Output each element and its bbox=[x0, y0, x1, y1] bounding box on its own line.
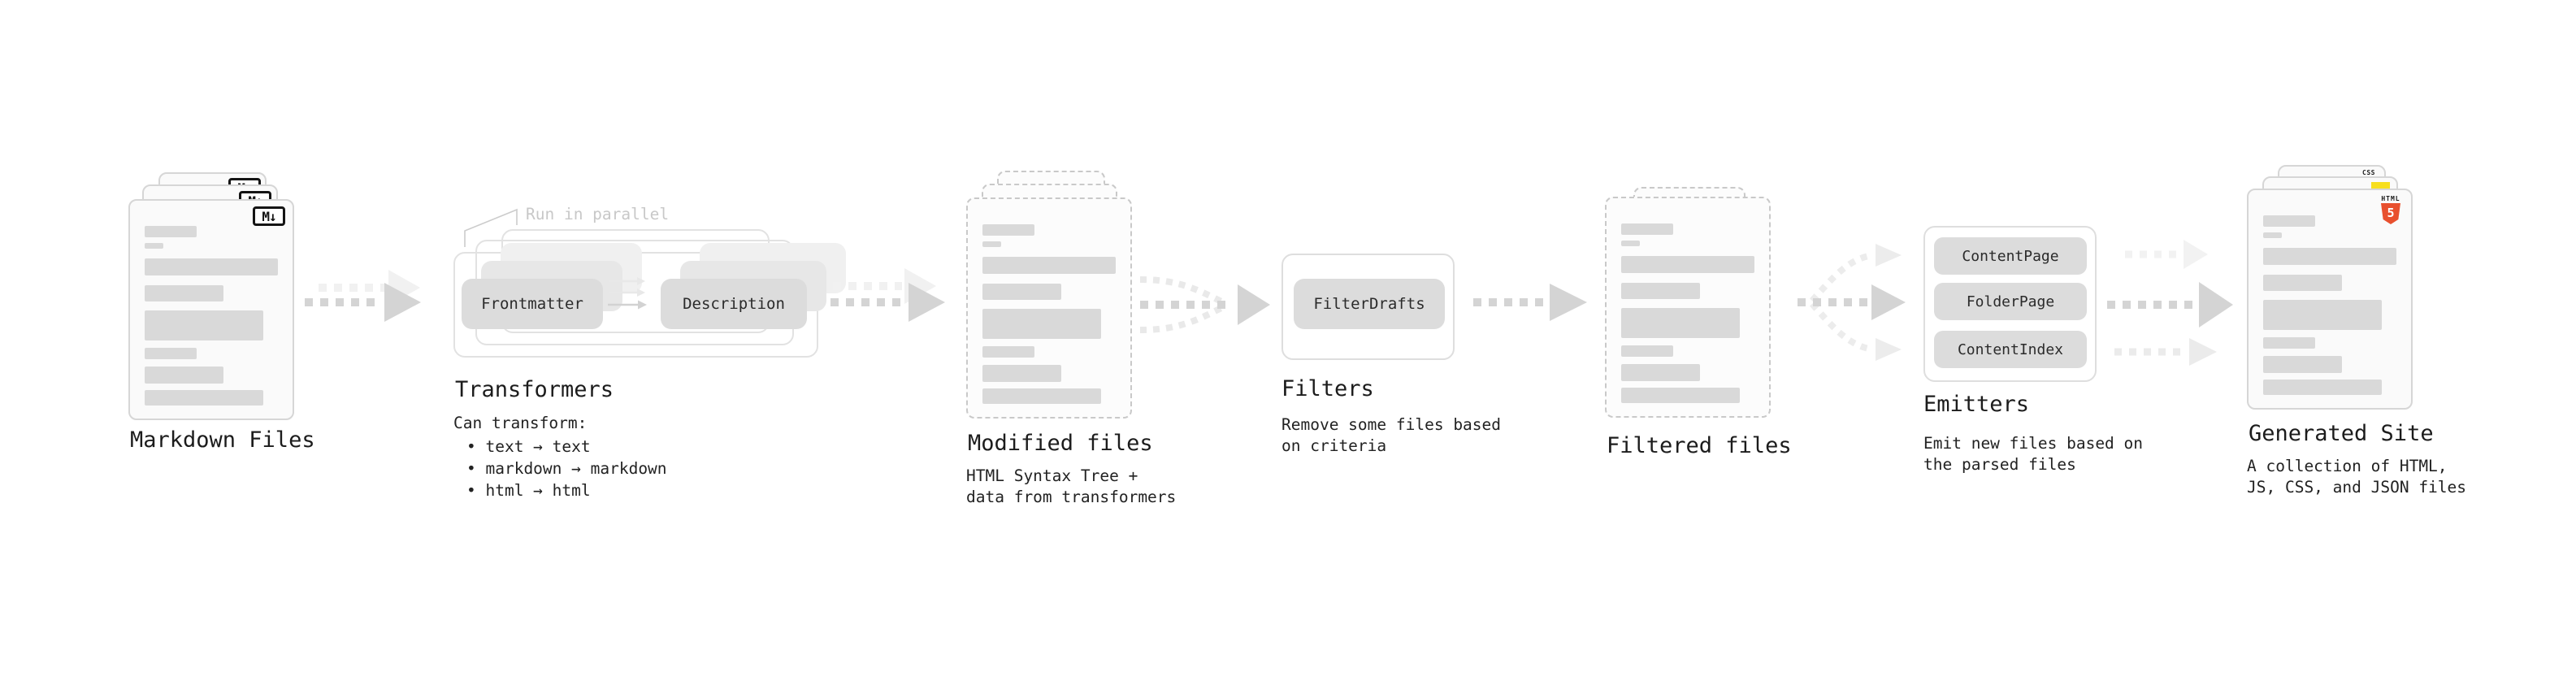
stage-modified-files: Modified files HTML Syntax Tree + data f… bbox=[966, 169, 1202, 510]
text-line-placeholder bbox=[1621, 241, 1640, 246]
text-line-placeholder bbox=[145, 390, 263, 406]
stage-title: Filters bbox=[1281, 376, 1374, 401]
frontmatter-button: Frontmatter bbox=[462, 279, 603, 329]
bullet-item: • markdown → markdown bbox=[466, 459, 667, 478]
text-line-placeholder bbox=[145, 367, 223, 384]
text-line-placeholder bbox=[2263, 356, 2342, 373]
text-line-placeholder bbox=[982, 257, 1116, 274]
filters-box bbox=[1281, 254, 1455, 360]
text-line-placeholder bbox=[2263, 232, 2282, 238]
stage-description: Remove some files based on criteria bbox=[1281, 414, 1501, 457]
description-line: JS, CSS, and JSON files bbox=[2247, 478, 2467, 497]
stage-title: Markdown Files bbox=[130, 427, 315, 453]
text-line-placeholder bbox=[1621, 345, 1673, 357]
text-line-placeholder bbox=[1621, 308, 1740, 338]
emitters-box bbox=[1923, 226, 2097, 382]
arrow-markdown-to-transformers bbox=[305, 270, 421, 322]
text-line-placeholder bbox=[145, 226, 197, 237]
text-line-placeholder bbox=[2263, 300, 2382, 330]
parallel-flow-arrows bbox=[608, 277, 647, 310]
description-line: the parsed files bbox=[1923, 455, 2076, 474]
stage-markdown-files: M↓ M↓ M↓ Markdown Files bbox=[126, 171, 362, 496]
text-line-placeholder bbox=[982, 241, 1001, 247]
description-line: A collection of HTML, bbox=[2247, 457, 2448, 475]
html5-icon-label: HTML bbox=[2381, 195, 2400, 202]
text-line-placeholder bbox=[982, 346, 1034, 358]
stage-generated-site: CSS HTML 5 Generated Site A collection o… bbox=[2247, 163, 2491, 504]
description-line: HTML Syntax Tree + bbox=[966, 466, 1138, 485]
run-in-parallel-label: Run in parallel bbox=[526, 205, 670, 223]
text-line-placeholder bbox=[982, 284, 1061, 300]
stage-filtered-files: Filtered files bbox=[1605, 182, 1841, 507]
stage-description: HTML Syntax Tree + data from transformer… bbox=[966, 466, 1176, 508]
stage-description: A collection of HTML, JS, CSS, and JSON … bbox=[2247, 456, 2466, 498]
document-filtered bbox=[1605, 197, 1771, 418]
stage-title: Emitters bbox=[1923, 392, 2030, 417]
css-icon-label: CSS bbox=[2362, 169, 2375, 176]
description-line: data from transformers bbox=[966, 488, 1177, 506]
arrow-transformers-to-modified bbox=[830, 268, 945, 322]
text-line-placeholder bbox=[982, 309, 1101, 339]
description-line: on criteria bbox=[1281, 436, 1387, 455]
text-line-placeholder bbox=[145, 285, 223, 301]
text-line-placeholder bbox=[2263, 215, 2315, 227]
html5-icon-shield: 5 bbox=[2381, 203, 2400, 224]
document-markdown: M↓ bbox=[128, 199, 294, 420]
text-line-placeholder bbox=[145, 310, 263, 340]
bullet-item: • text → text bbox=[466, 437, 591, 456]
stage-emitters: ContentPage FolderPage ContentIndex Emit… bbox=[1923, 226, 2159, 494]
text-line-placeholder bbox=[1621, 283, 1700, 299]
arrow-filters-to-filtered bbox=[1473, 284, 1587, 321]
text-line-placeholder bbox=[145, 258, 278, 275]
stage-title: Filtered files bbox=[1607, 433, 1792, 458]
description-line: Emit new files based on bbox=[1923, 434, 2144, 453]
stage-transformers: Run in parallel Frontmatter Description … bbox=[453, 203, 846, 528]
stage-title: Transformers bbox=[455, 377, 614, 402]
stage-description: Can transform: bbox=[453, 414, 588, 432]
filterdrafts-button: FilterDrafts bbox=[1294, 279, 1445, 329]
stage-description: Emit new files based on the parsed files bbox=[1923, 433, 2143, 475]
text-line-placeholder bbox=[2263, 275, 2342, 291]
text-line-placeholder bbox=[982, 224, 1034, 236]
transform-bullet-list: • text → text • markdown → markdown • ht… bbox=[453, 436, 667, 501]
text-line-placeholder bbox=[982, 365, 1061, 382]
text-line-placeholder bbox=[2263, 248, 2396, 265]
description-line: Remove some files based bbox=[1281, 415, 1502, 434]
text-line-placeholder bbox=[1621, 364, 1700, 381]
arrow-emitters-to-generated bbox=[2107, 240, 2233, 366]
text-line-placeholder bbox=[145, 348, 197, 359]
text-line-placeholder bbox=[145, 243, 163, 249]
text-line-placeholder bbox=[2263, 337, 2315, 349]
text-line-placeholder bbox=[1621, 223, 1673, 235]
document-modified bbox=[966, 197, 1132, 419]
description-button: Description bbox=[661, 279, 807, 329]
text-line-placeholder bbox=[982, 388, 1101, 404]
text-line-placeholder bbox=[2263, 380, 2382, 395]
document-html: HTML 5 bbox=[2247, 189, 2413, 410]
annotation-callout-line bbox=[464, 208, 518, 247]
html5-icon: HTML 5 bbox=[2378, 195, 2404, 224]
text-line-placeholder bbox=[1621, 388, 1740, 403]
bullet-item: • html → html bbox=[466, 481, 591, 500]
markdown-icon: M↓ bbox=[253, 206, 285, 226]
folderpage-button: FolderPage bbox=[1934, 283, 2087, 320]
contentindex-button: ContentIndex bbox=[1934, 331, 2087, 368]
stage-title: Generated Site bbox=[2249, 421, 2434, 446]
contentpage-button: ContentPage bbox=[1934, 237, 2087, 275]
stage-title: Modified files bbox=[968, 431, 1153, 456]
arrow-modified-to-filters-merge bbox=[1139, 276, 1270, 333]
arrow-filtered-to-emitters-split bbox=[1798, 244, 1906, 361]
stage-filters: FilterDrafts Filters Remove some files b… bbox=[1281, 254, 1517, 497]
text-line-placeholder bbox=[1621, 256, 1754, 273]
